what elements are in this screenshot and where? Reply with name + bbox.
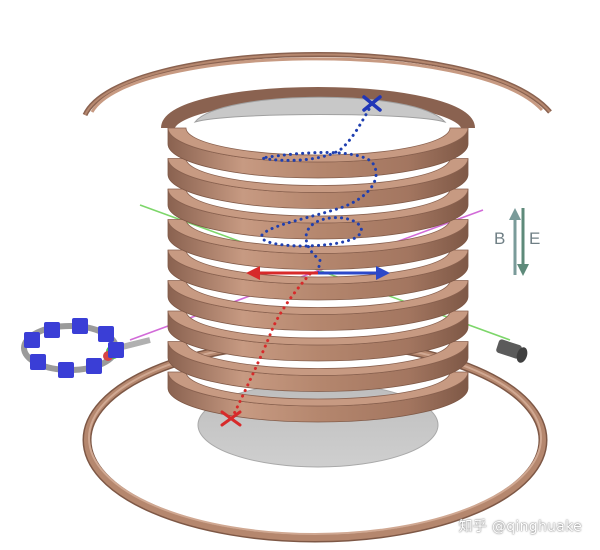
field-direction-arrows <box>509 208 529 276</box>
coil-ring-top-back <box>161 87 475 129</box>
coil-ring <box>167 219 469 270</box>
watermark: 知乎 @qinghuake <box>458 519 582 535</box>
electric-field-label: E <box>529 229 541 248</box>
upper-electrode-disc <box>193 96 447 123</box>
ion-trajectory <box>230 272 312 420</box>
coil-ring <box>167 341 469 392</box>
blue-magnet-ring-icon <box>21 318 151 378</box>
magnetic-field-label: B <box>494 229 506 248</box>
coil-ring <box>167 188 469 240</box>
velocity-arrow-right <box>318 266 390 280</box>
cylinder-detector-icon <box>496 339 528 363</box>
coil-ring <box>167 280 469 331</box>
coil-ring <box>167 310 469 362</box>
upper-helmholtz-coil <box>82 52 552 117</box>
electron-trajectory <box>260 102 378 275</box>
red-x-marker-icon <box>220 410 242 427</box>
coil-ring <box>167 158 469 209</box>
blue-x-marker-icon <box>362 95 382 112</box>
velocity-arrow-left <box>246 266 318 280</box>
coil-ring-stack <box>161 87 475 423</box>
coil-ring <box>167 127 469 179</box>
